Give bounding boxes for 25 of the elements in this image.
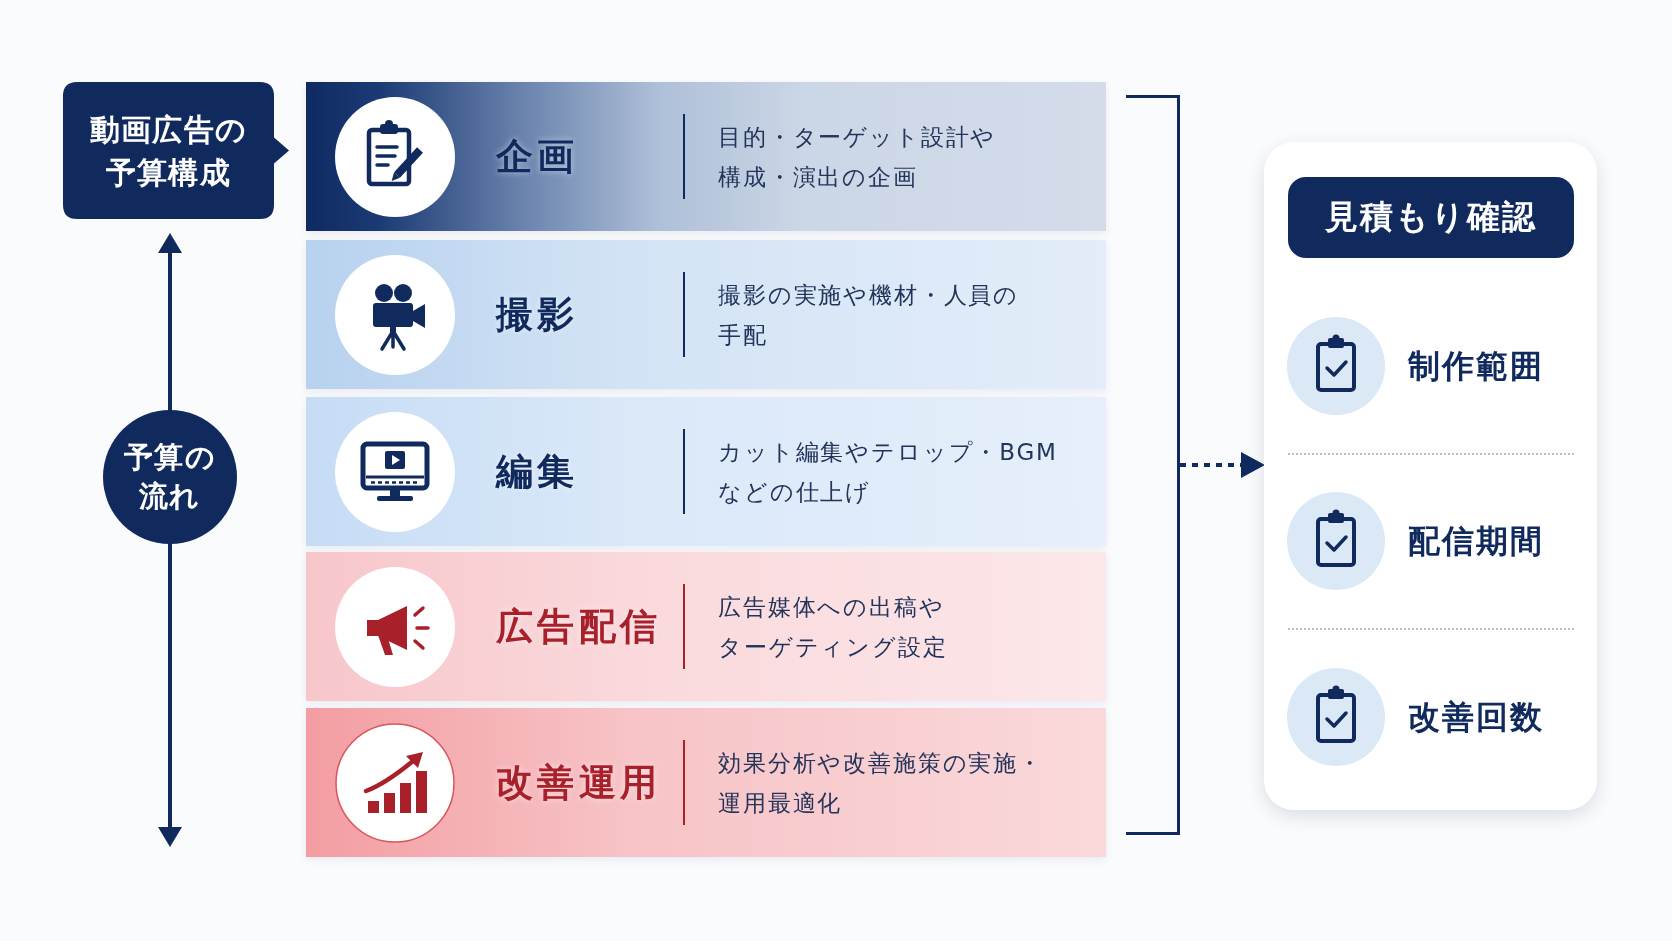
step-band	[306, 240, 1106, 389]
card-panel	[1264, 142, 1597, 810]
band-heading: 広告配信	[496, 604, 662, 649]
check-item-label: 改善回数	[1408, 695, 1544, 739]
check-item-label: 制作範囲	[1408, 344, 1544, 388]
step-band	[306, 397, 1106, 546]
callout-box	[63, 82, 290, 219]
band-description: 効果分析や改善施策の実施・運用最適化	[718, 748, 1044, 818]
step-band	[306, 82, 1106, 231]
band-description: 撮影の実施や機材・人員の手配	[718, 280, 1021, 350]
band-heading: 撮影	[496, 292, 579, 337]
band-description: 目的・ターゲット設計や構成・演出の企画	[718, 122, 998, 192]
check-item-label: 配信期間	[1408, 519, 1544, 563]
band-heading: 編集	[496, 449, 579, 494]
heading-banner: 見積もり確認	[1288, 177, 1574, 258]
band-description: 広告媒体への出稿やターゲティング設定	[718, 592, 949, 662]
bracket	[1126, 95, 1180, 835]
dotted-arrow	[1180, 452, 1265, 478]
step-band	[306, 708, 1106, 857]
band-description: カット編集やテロップ・BGMなどの仕上げ	[718, 437, 1059, 507]
circle-label: 予算の流れ	[123, 438, 217, 515]
step-band	[306, 552, 1106, 701]
band-heading: 改善運用	[496, 760, 662, 805]
band-heading: 企画	[496, 134, 579, 179]
callout-label: 動画広告の予算構成	[89, 110, 248, 192]
